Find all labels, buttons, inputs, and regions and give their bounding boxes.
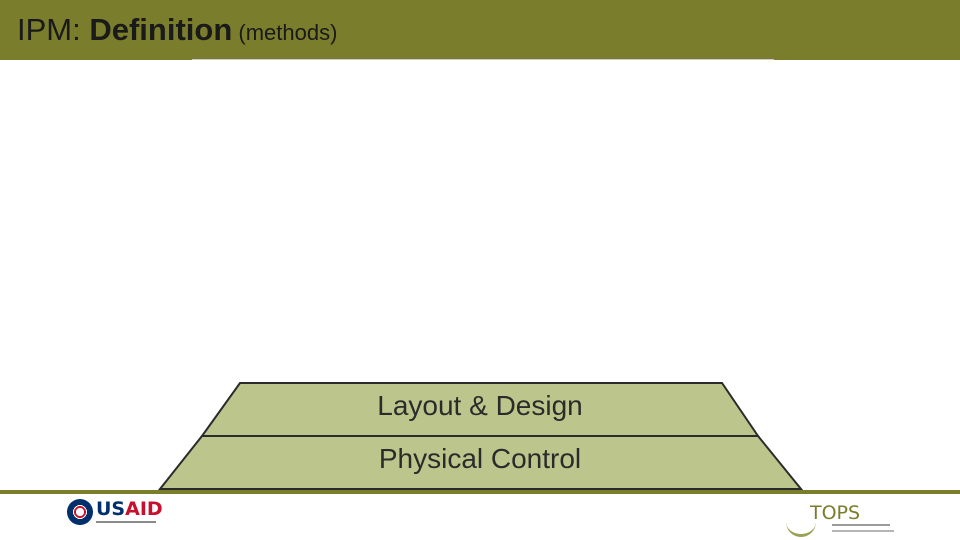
usaid-tagline [96, 521, 156, 523]
tier-label-physical-control: Physical Control [378, 443, 582, 474]
title-bar [0, 0, 960, 60]
title-main: Definition [89, 12, 233, 47]
tops-tagline [832, 524, 890, 526]
slide-title: IPM: Definition (methods) [17, 10, 337, 53]
tier-label-layout-design: Layout & Design [377, 390, 583, 421]
usaid-logo: USAID [67, 498, 163, 528]
title-underline [192, 59, 774, 60]
tops-tagline-2 [832, 530, 894, 532]
pyramid-tier-physical-control [157, 435, 804, 490]
usaid-wordmark: USAID [96, 498, 163, 520]
tops-logo: TOPS [786, 502, 896, 538]
title-prefix: IPM: [17, 12, 90, 47]
tops-swoosh-icon [786, 514, 816, 537]
tops-wordmark: TOPS [810, 502, 861, 524]
footer-rule [0, 490, 960, 494]
title-sub: (methods) [232, 20, 338, 45]
usaid-seal-icon [67, 499, 93, 525]
